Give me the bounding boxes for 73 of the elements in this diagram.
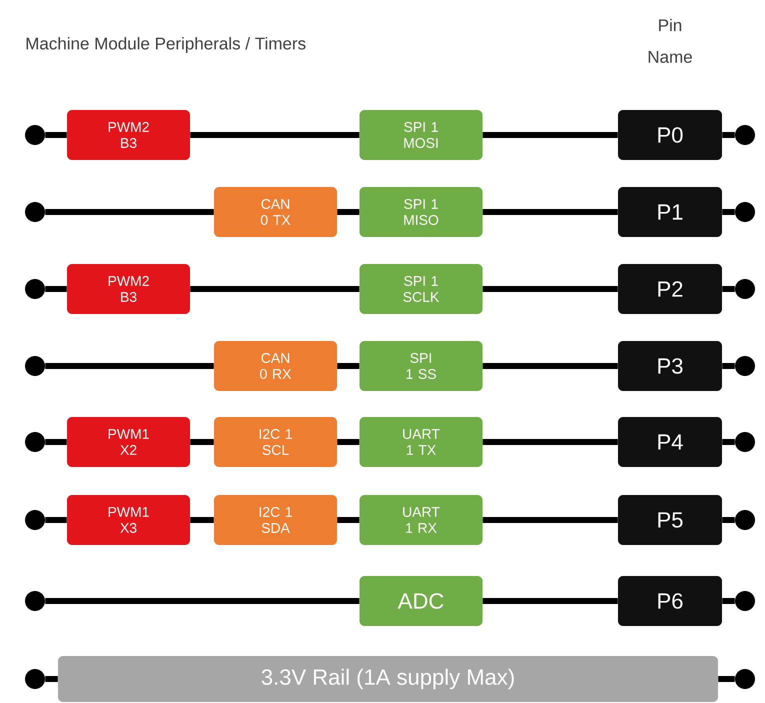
wire-line	[337, 517, 360, 523]
wire-line	[482, 517, 618, 523]
peripheral-box: I2C 1 SCL	[214, 417, 337, 467]
peripheral-box: SPI 1 SCLK	[360, 264, 482, 314]
wire-line	[718, 676, 735, 682]
wire-line	[482, 439, 618, 445]
power-rail-bar: 3.3V Rail (1A supply Max)	[58, 656, 718, 702]
terminal-dot	[735, 356, 755, 376]
peripheral-box: CAN 0 TX	[214, 187, 337, 237]
peripheral-box: PWM1 X2	[67, 417, 190, 467]
peripheral-box: UART 1 RX	[360, 495, 482, 545]
wire-line	[722, 132, 735, 138]
wire-line	[190, 286, 360, 292]
terminal-dot	[735, 510, 755, 530]
terminal-dot	[735, 202, 755, 222]
pin-box: P4	[618, 417, 722, 467]
wire-line	[482, 598, 618, 604]
wire-line	[190, 132, 360, 138]
terminal-dot	[25, 125, 45, 145]
peripheral-box: PWM1 X3	[67, 495, 190, 545]
wire-line	[45, 363, 214, 369]
pin-box: P0	[618, 110, 722, 160]
wire-line	[190, 517, 214, 523]
terminal-dot	[25, 202, 45, 222]
wire-line	[190, 439, 214, 445]
peripheral-box: UART 1 TX	[360, 417, 482, 467]
wire-line	[337, 439, 360, 445]
wire-line	[45, 209, 214, 215]
pin-box: P3	[618, 341, 722, 391]
terminal-dot	[25, 510, 45, 530]
peripheral-box: CAN 0 RX	[214, 341, 337, 391]
terminal-dot	[735, 432, 755, 452]
peripheral-box: SPI 1 MOSI	[360, 110, 482, 160]
pin-box: P1	[618, 187, 722, 237]
wire-line	[722, 209, 735, 215]
terminal-dot	[735, 591, 755, 611]
wire-line	[482, 209, 618, 215]
wire-line	[722, 286, 735, 292]
wire-line	[45, 286, 67, 292]
wire-line	[482, 286, 618, 292]
wire-line	[722, 363, 735, 369]
wire-line	[337, 363, 360, 369]
column-header: Pin	[659, 18, 682, 32]
peripheral-box: SPI 1 MISO	[360, 187, 482, 237]
wire-line	[722, 439, 735, 445]
wire-line	[482, 363, 618, 369]
wire-line	[482, 132, 618, 138]
peripheral-box: ADC	[360, 576, 482, 626]
wire-line	[45, 517, 67, 523]
wire-line	[337, 209, 360, 215]
wire-line	[45, 676, 58, 682]
terminal-dot	[735, 669, 755, 689]
terminal-dot	[735, 279, 755, 299]
terminal-dot	[735, 125, 755, 145]
column-header: Name	[648, 51, 692, 63]
pin-box: P2	[618, 264, 722, 314]
wire-line	[722, 598, 735, 604]
peripheral-box: PWM2 B3	[67, 264, 190, 314]
wire-line	[45, 598, 360, 604]
pin-box: P6	[618, 576, 722, 626]
terminal-dot	[25, 432, 45, 452]
wire-line	[722, 517, 735, 523]
terminal-dot	[25, 591, 45, 611]
pin-box: P5	[618, 495, 722, 545]
terminal-dot	[25, 669, 45, 689]
peripheral-box: SPI 1 SS	[360, 341, 482, 391]
terminal-dot	[25, 279, 45, 299]
heading: Machine Module Peripherals / Timers	[26, 37, 306, 53]
peripheral-box: PWM2 B3	[67, 110, 190, 160]
wire-line	[45, 439, 67, 445]
terminal-dot	[25, 356, 45, 376]
wire-line	[45, 132, 67, 138]
peripheral-box: I2C 1 SDA	[214, 495, 337, 545]
